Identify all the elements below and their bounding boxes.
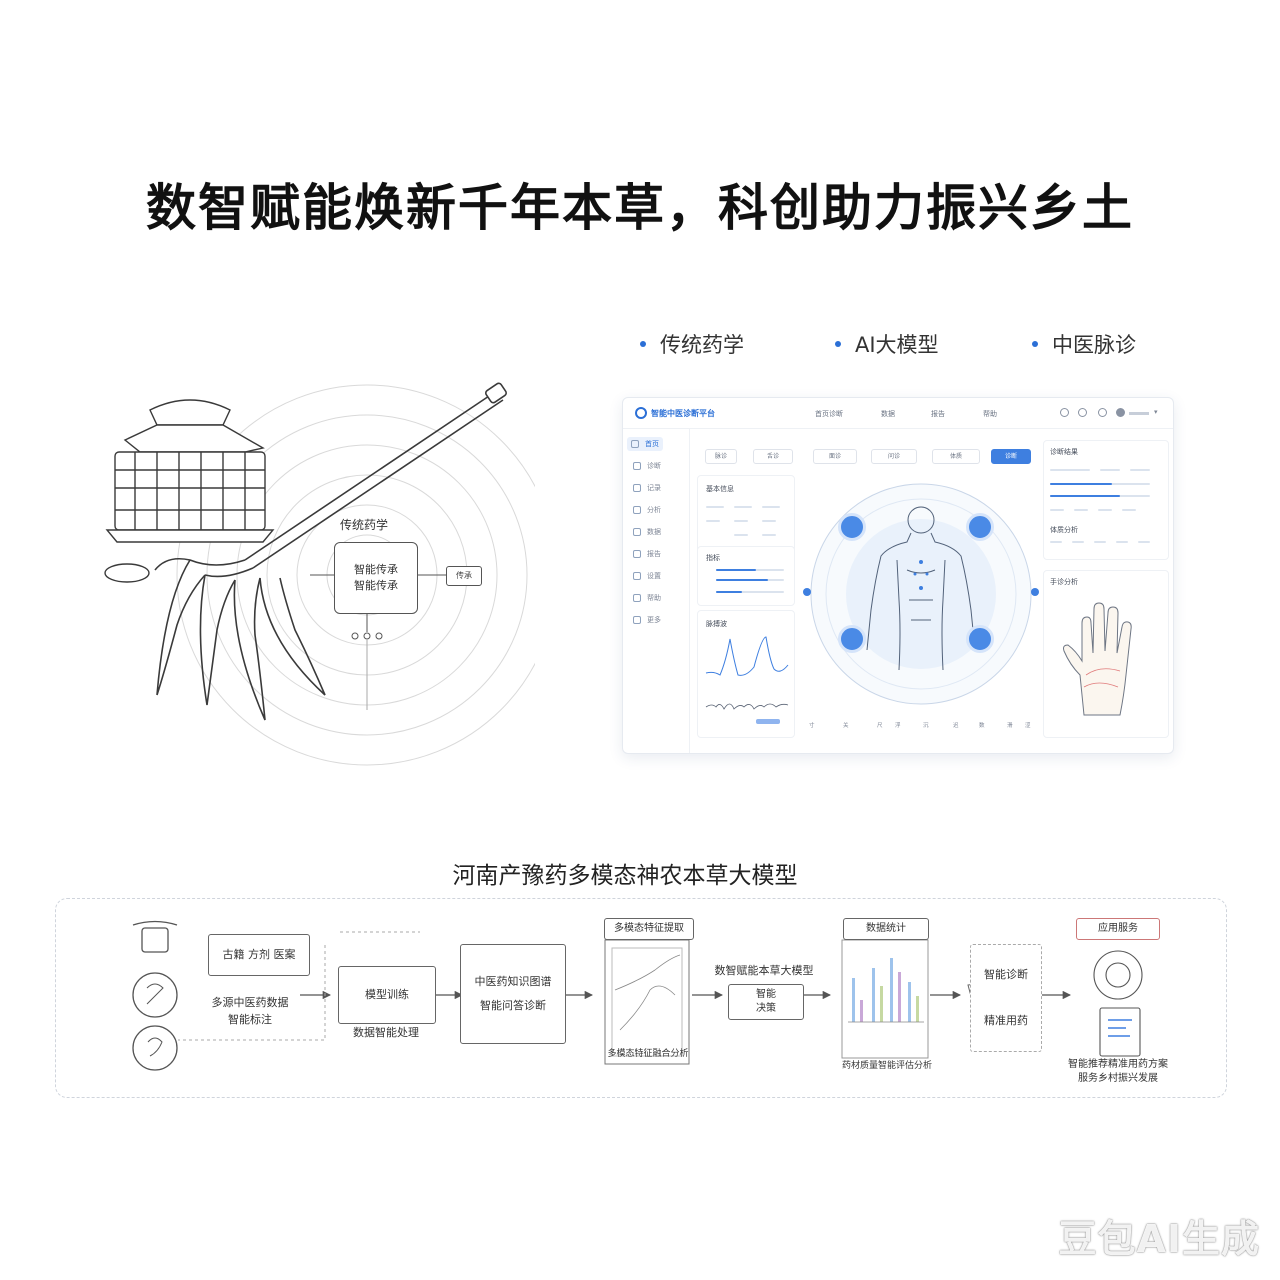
metrics-card: 指标 xyxy=(697,546,795,606)
meridian-node-button[interactable] xyxy=(838,513,866,541)
palm-diagram xyxy=(1063,602,1132,716)
feature-tag-pulse-diagnosis: 中医脉诊 xyxy=(1032,330,1136,358)
palm-card: 手诊分析 xyxy=(1043,570,1169,738)
sidebar-item-analysis[interactable]: 分析 xyxy=(633,503,661,517)
model-caption: 数据智能处理 xyxy=(353,1026,419,1039)
card-title: 基本信息 xyxy=(706,485,734,493)
dashboard-topbar: 智能中医诊断平台 首页 诊断 数据 报告 帮助 ▾ xyxy=(623,398,1173,429)
pulse-wave-card: 脉搏波 xyxy=(697,610,795,738)
chip[interactable]: 数 xyxy=(979,723,985,729)
chip[interactable]: 迟 xyxy=(953,723,959,729)
meridian-node-button[interactable] xyxy=(966,625,994,653)
page-title: 数智赋能焕新千年本草，科创助力振兴乡土 xyxy=(146,179,1134,237)
feature-tag-traditional-pharmacy: 传统药学 xyxy=(640,330,744,358)
chip[interactable]: 关 xyxy=(843,723,849,729)
sidebar-item-help[interactable]: 帮助 xyxy=(633,591,661,605)
meridian-node-button[interactable] xyxy=(838,625,866,653)
rake-icon xyxy=(154,382,508,721)
sidebar-item-data[interactable]: 数据 xyxy=(633,525,661,539)
model-training-box: 模型训练 xyxy=(338,966,436,1024)
chart-caption: 药材质量智能评估分析 xyxy=(841,1061,932,1071)
sidebar-item-more[interactable]: 更多 xyxy=(633,613,661,627)
info-card: 基本信息 xyxy=(697,475,795,557)
pulse-wave-chart xyxy=(705,636,789,724)
refresh-icon[interactable] xyxy=(1060,408,1069,417)
tab-inquiry[interactable]: 问诊 xyxy=(871,449,917,464)
sidebar-item-settings[interactable]: 设置 xyxy=(633,569,661,583)
app-brand: 智能中医诊断平台 xyxy=(651,409,715,418)
dashboard-sidebar: 首页 诊断 记录 分析 数据 报告 设置 帮助 更多 xyxy=(623,429,690,753)
box-line: 智能传承 xyxy=(354,563,398,576)
username-placeholder xyxy=(1129,412,1149,415)
pipeline-panel xyxy=(55,898,1227,1098)
pipeline-connectors xyxy=(132,920,1143,1071)
bullet-icon xyxy=(835,341,841,347)
chip[interactable]: 寸 xyxy=(809,723,815,729)
nav-item-diagnosis[interactable]: 诊断 xyxy=(829,410,843,418)
app-logo-icon xyxy=(635,407,647,419)
nav-item-home[interactable]: 首页 xyxy=(815,410,829,418)
sidebar-item-home[interactable]: 首页 xyxy=(627,437,663,451)
card-title: 脉搏波 xyxy=(706,620,727,628)
pipeline-title: 河南产豫药多模态神农本草大模型 xyxy=(452,863,798,889)
chart-label: 数据统计 xyxy=(843,918,929,940)
nav-item-data[interactable]: 数据 xyxy=(881,410,895,418)
chip[interactable]: 浮 xyxy=(895,723,901,729)
decision-box: 智能决策 xyxy=(728,984,804,1020)
card-subtitle: 体质分析 xyxy=(1050,526,1078,534)
meridian-node-button[interactable] xyxy=(966,513,994,541)
feature-label: 中医脉诊 xyxy=(1052,333,1136,357)
watermark-text: 豆包AI生成 xyxy=(1058,1217,1260,1261)
chip[interactable]: 沉 xyxy=(923,723,929,729)
feature-label: 传统药学 xyxy=(660,333,744,357)
card-title: 指标 xyxy=(706,554,720,562)
feature-label: AI大模型 xyxy=(855,333,939,357)
sidebar-item-report[interactable]: 报告 xyxy=(633,547,661,561)
result-card: 诊断结果 体质分析 xyxy=(1043,440,1169,560)
bullet-icon xyxy=(640,341,646,347)
avatar[interactable] xyxy=(1116,408,1125,417)
pavilion-icon xyxy=(104,399,275,583)
analysis-caption: 多模态特征融合分析 xyxy=(607,1049,689,1059)
result-box: 智能诊断精准用药 xyxy=(970,944,1042,1052)
chip[interactable]: 滑 xyxy=(1007,723,1013,729)
nav-item-help[interactable]: 帮助 xyxy=(983,410,997,418)
nav-item-report[interactable]: 报告 xyxy=(931,410,945,418)
tab-pulse[interactable]: 脉诊 xyxy=(705,449,737,464)
card-title: 手诊分析 xyxy=(1050,578,1078,586)
analysis-label: 多模态特征提取 xyxy=(604,918,694,940)
box-line: 智能传承 xyxy=(354,579,398,592)
herb-rake-illustration xyxy=(104,382,535,766)
data-source-box: 古籍 方剂 医案 xyxy=(208,934,310,976)
sync-icon[interactable] xyxy=(1078,408,1087,417)
bullet-icon xyxy=(1032,341,1038,347)
chevron-down-icon[interactable]: ▾ xyxy=(1154,408,1158,416)
service-caption: 智能推荐精准用药方案服务乡村振兴发展 xyxy=(1068,1059,1168,1084)
knowledge-graph-box: 中医药知识图谱智能问答诊断 xyxy=(460,944,566,1044)
diagnosis-dashboard: 智能中医诊断平台 首页 诊断 数据 报告 帮助 ▾ 首页 诊断 记录 分析 数据… xyxy=(622,397,1174,754)
bell-icon[interactable] xyxy=(1098,408,1107,417)
illustration-label: 传统药学 xyxy=(340,518,389,532)
chip[interactable]: 涩 xyxy=(1025,723,1031,729)
tab-face[interactable]: 面诊 xyxy=(813,449,857,464)
illustration-side-box: 传承 xyxy=(446,566,482,586)
tab-diagnose[interactable]: 诊断 xyxy=(991,449,1031,464)
sidebar-item-diagnosis[interactable]: 诊断 xyxy=(633,459,661,473)
tab-constitution[interactable]: 体质 xyxy=(932,449,980,464)
illustration-center-box: 智能传承 智能传承 xyxy=(334,542,418,614)
body-meridian-diagram xyxy=(803,483,1039,705)
chip[interactable]: 尺 xyxy=(877,723,883,729)
card-title: 诊断结果 xyxy=(1050,448,1078,456)
tab-tongue[interactable]: 舌诊 xyxy=(753,449,793,464)
service-label: 应用服务 xyxy=(1076,918,1160,940)
feature-tag-ai-model: AI大模型 xyxy=(835,330,939,358)
source-caption: 多源中医药数据智能标注 xyxy=(211,996,289,1026)
sidebar-item-records[interactable]: 记录 xyxy=(633,481,661,495)
middle-caption: 数智赋能本草大模型 xyxy=(714,964,814,977)
